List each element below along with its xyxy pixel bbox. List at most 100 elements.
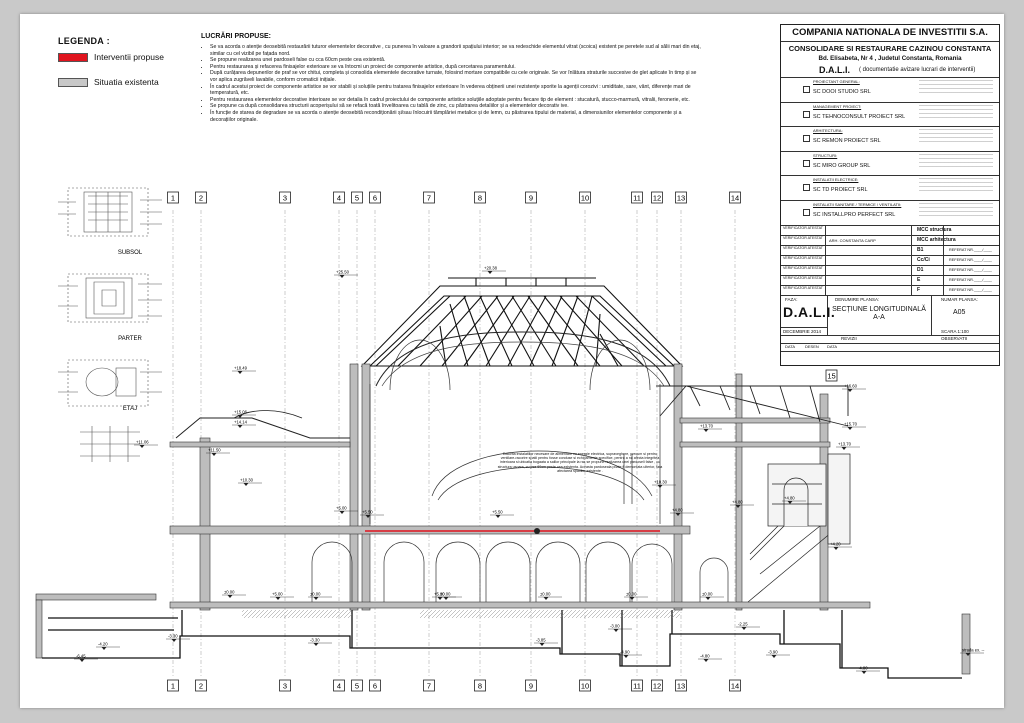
- project-address: Bd. Elisabeta, Nr 4 , Judetul Constanta,…: [818, 55, 962, 62]
- rev-header: DATA: [785, 344, 796, 349]
- level-label: -4.90: [620, 650, 630, 655]
- firm-name: SC REMON PROIECT SRL: [813, 138, 881, 145]
- level-label: +25.50: [336, 270, 350, 275]
- phase-note: ( documentatie avizare lucrari de interv…: [859, 67, 976, 73]
- level-label: +5.00: [434, 592, 445, 597]
- level-label: +13.70: [838, 442, 852, 447]
- level-label: +13.70: [700, 424, 714, 429]
- scale-value: SCARA 1:100: [941, 329, 969, 334]
- key-plans: SUBSOL PARTER ETAJ: [58, 187, 162, 462]
- level-marker: [101, 647, 107, 650]
- firm-contact-text: [919, 80, 993, 95]
- grid-label: 8: [478, 682, 482, 691]
- level-label: +14.14: [234, 420, 248, 425]
- level-label: -4.80: [858, 666, 868, 671]
- observatii-label: OBSERVATII: [941, 336, 968, 341]
- grid-label: 6: [373, 682, 377, 691]
- level-label: -3.00: [610, 624, 620, 629]
- level-marker: [675, 513, 681, 516]
- level-marker: [171, 639, 177, 642]
- grid-label: 3: [283, 194, 287, 203]
- grid-label: 10: [581, 194, 589, 203]
- works-list: Se va acorda o atenție deosebită restaur…: [201, 44, 701, 123]
- level-label: +10.30: [240, 478, 254, 483]
- level-label: +5.50: [492, 510, 503, 515]
- title-block: COMPANIA NATIONALA DE INVESTITII S.A. CO…: [780, 24, 1000, 366]
- rev-header: DATA: [827, 344, 838, 349]
- works-item: Pentru restaurarea și refacerea finisaje…: [210, 64, 701, 71]
- thumb-label-etaj: ETAJ: [123, 406, 137, 412]
- verif-label: VERIFICATOR ATESTAT: [783, 276, 823, 280]
- level-label: -2.25: [738, 622, 748, 627]
- grid-label: 2: [199, 194, 203, 203]
- level-marker: [539, 643, 545, 646]
- level-label: +10.30: [654, 480, 668, 485]
- grid-label: 7: [427, 194, 431, 203]
- level-label: +18.49: [234, 366, 248, 371]
- legend-swatch-proposed: [58, 53, 88, 62]
- grid-label: 4: [337, 194, 341, 203]
- level-marker: [833, 547, 839, 550]
- grid-label: 5: [355, 682, 359, 691]
- roof-truss: [360, 277, 684, 367]
- grid-label: 12: [653, 194, 661, 203]
- level-label: +5.50: [362, 510, 373, 515]
- works-item: Pentru restaurarea elementelor decorativ…: [210, 97, 701, 104]
- verif-ref: REFERAT NR.____/____: [949, 288, 992, 292]
- rev-header: DESEN: [805, 344, 819, 349]
- level-marker: [227, 595, 233, 598]
- level-label: +20.38: [484, 266, 498, 271]
- level-marker: [657, 485, 663, 488]
- revizii-label: REVIZII: [841, 336, 857, 341]
- firm-role: PROIECTANT GENERAL:: [813, 79, 860, 84]
- firm-contact-text: [919, 203, 993, 218]
- verif-label: VERIFICATOR ATESTAT: [783, 236, 823, 240]
- verif-ref: REFERAT NR.____/____: [949, 258, 992, 262]
- firm-checkbox: [803, 135, 810, 143]
- firm-role: INSTALATII SANITARE / TERMICE / VENTILAT…: [813, 202, 902, 207]
- verif-ref: REFERAT NR.____/____: [949, 248, 992, 252]
- level-marker: [543, 597, 549, 600]
- level-label: ±0.00: [626, 592, 637, 597]
- grid-label: 9: [529, 194, 533, 203]
- level-marker: [787, 501, 793, 504]
- grid-label: 1: [171, 194, 175, 203]
- firm-contact-text: [919, 104, 993, 120]
- verif-ref: REFERAT NR.____/____: [949, 278, 992, 282]
- level-marker: [841, 447, 847, 450]
- grid-label: 14: [731, 682, 739, 691]
- level-marker: [443, 597, 449, 600]
- grid-label-15: 15: [827, 372, 835, 381]
- legend-label: Situatia existenta: [94, 77, 159, 87]
- level-marker: [365, 515, 371, 518]
- level-marker: [703, 659, 709, 662]
- works-item: În funcție de starea de degradare se va …: [210, 110, 701, 123]
- verif-ref: REFERAT NR.____/____: [949, 268, 992, 272]
- level-label: -3.30: [168, 634, 178, 639]
- level-marker: [495, 515, 501, 518]
- level-label: +16.60: [844, 384, 858, 389]
- firm-role: ARHITECTURA:: [813, 128, 843, 134]
- level-label: ±0.00: [440, 592, 451, 597]
- grid-label: 2: [199, 682, 203, 691]
- phase-title: D.A.L.I.: [819, 65, 850, 75]
- company-name: COMPANIA NATIONALA DE INVESTITII S.A.: [792, 27, 988, 38]
- works-item: După curățarea depunerilor de praf se vo…: [210, 70, 701, 83]
- level-label: +4.80: [672, 508, 683, 513]
- level-marker: [339, 511, 345, 514]
- level-label: ±0.00: [310, 592, 321, 597]
- level-marker: [705, 597, 711, 600]
- faza-label: FAZA:: [785, 297, 798, 302]
- verif-code: B1: [917, 247, 924, 253]
- level-label: strada ex. --: [962, 648, 985, 653]
- level-label: +5.00: [272, 592, 283, 597]
- thumb-label-parter: PARTER: [118, 336, 142, 342]
- works-item: Se propune realizarea unei pardoseli fal…: [210, 57, 701, 64]
- firm-name: SC MIRO GROUP SRL: [813, 162, 871, 169]
- verif-code: MCC arhitectura: [917, 237, 956, 243]
- legend-title: LEGENDA :: [58, 36, 110, 46]
- level-marker: [965, 653, 971, 656]
- grid-label: 11: [633, 194, 641, 203]
- project-name: CONSOLIDARE SI RESTAURARE CAZINOU CONSTA…: [788, 44, 992, 53]
- verif-code: Cc/Ci: [917, 257, 930, 263]
